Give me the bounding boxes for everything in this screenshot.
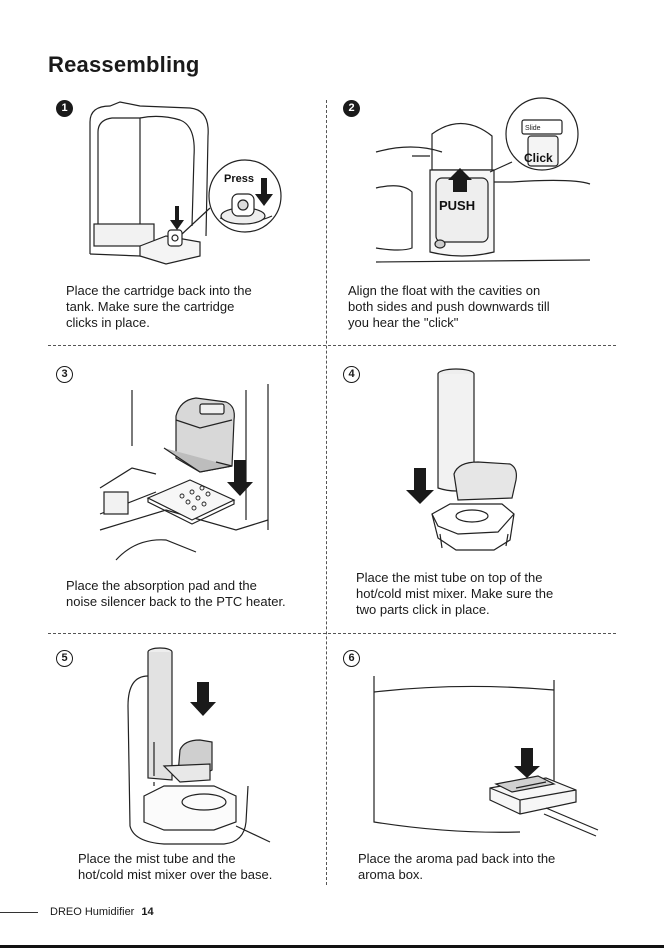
- step-3-number: 3: [56, 366, 73, 383]
- step-3-caption: Place the absorption pad and the noise s…: [66, 578, 286, 609]
- step-5-caption: Place the mist tube and the hot/cold mis…: [78, 851, 273, 882]
- footer-brand: DREO Humidifier: [50, 906, 135, 918]
- footer: DREO Humidifier 14: [50, 906, 154, 918]
- step-6-number: 6: [343, 650, 360, 667]
- step-5-illustration: [127, 647, 271, 845]
- step-2-illustration: Slide PUSH Click: [375, 97, 591, 263]
- step-5-number: 5: [56, 650, 73, 667]
- horizontal-divider-1: [48, 345, 616, 346]
- step-2-number: 2: [343, 100, 360, 117]
- bottom-bar: [0, 945, 664, 948]
- vertical-divider: [326, 100, 327, 885]
- step-1-illustration: Press: [89, 101, 282, 265]
- click-callout: Click: [524, 151, 553, 165]
- svg-text:Slide: Slide: [525, 125, 541, 132]
- push-callout: PUSH: [439, 198, 475, 213]
- press-callout: Press: [224, 173, 254, 185]
- footer-page-number: 14: [141, 906, 154, 918]
- step-6-illustration: [373, 676, 599, 837]
- footer-rule: [0, 912, 38, 913]
- horizontal-divider-2: [48, 633, 616, 634]
- step-6-caption: Place the aroma pad back into the aroma …: [358, 851, 556, 882]
- step-4-illustration: [406, 368, 517, 551]
- step-2-caption: Align the float with the cavities on bot…: [348, 283, 550, 330]
- step-4-caption: Place the mist tube on top of the hot/co…: [356, 570, 554, 617]
- step-4-number: 4: [343, 366, 360, 383]
- page-title: Reassembling: [48, 52, 200, 77]
- step-3-illustration: [99, 384, 269, 561]
- step-1-caption: Place the cartridge back into the tank. …: [66, 283, 252, 330]
- step-1-number: 1: [56, 100, 73, 117]
